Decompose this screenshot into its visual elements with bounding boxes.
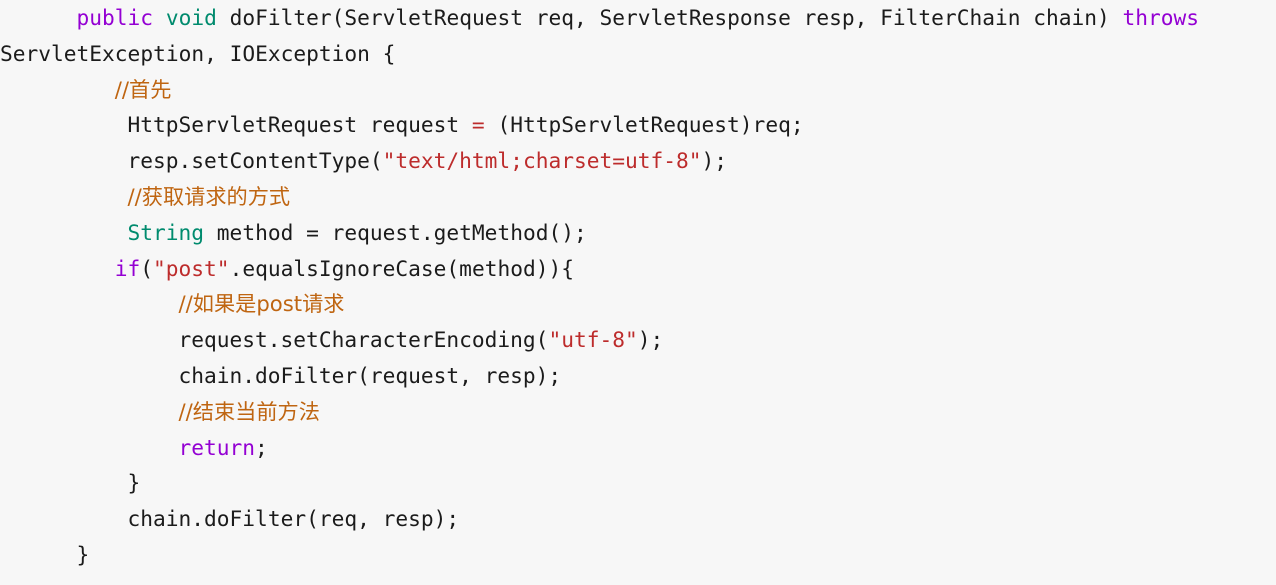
code-token-plain: }: [127, 470, 141, 496]
code-token-string: "post": [153, 255, 230, 281]
code-token-comment: //首先: [114, 76, 172, 102]
code-token-string: "text/html;charset=utf-8": [382, 148, 702, 174]
code-line[interactable]: public void doFilter(ServletRequest req,…: [0, 0, 1276, 36]
code-token-keyword: if: [114, 255, 141, 281]
code-line[interactable]: //首先: [0, 72, 1276, 108]
code-line[interactable]: resp.setContentType("text/html;charset=u…: [0, 143, 1276, 179]
code-token-plain: chain.doFilter(req, resp);: [127, 506, 460, 532]
code-token-keyword: return: [178, 434, 256, 460]
code-line[interactable]: request.setCharacterEncoding("utf-8");: [0, 322, 1276, 358]
code-token-plain: ;: [255, 434, 268, 460]
code-token-plain: request.setCharacterEncoding(: [178, 327, 549, 353]
code-line[interactable]: //结束当前方法: [0, 394, 1276, 430]
code-line[interactable]: return;: [0, 430, 1276, 466]
code-token-type: void: [165, 5, 217, 30]
code-token-plain: .equalsIgnoreCase(method)){: [229, 255, 574, 281]
code-token-keyword: public: [76, 5, 154, 30]
code-token-comment: //获取请求的方式: [127, 183, 291, 209]
code-line[interactable]: HttpServletRequest request = (HttpServle…: [0, 107, 1276, 143]
code-token-operator: =: [471, 112, 485, 138]
code-token-comment: //结束当前方法: [178, 398, 320, 424]
code-token-plain: doFilter(ServletRequest req, ServletResp…: [216, 5, 1123, 30]
code-token-plain: );: [701, 148, 728, 174]
code-line[interactable]: chain.doFilter(req, resp);: [0, 501, 1276, 537]
code-token-plain: chain.doFilter(request, resp);: [178, 362, 562, 388]
code-token-string: "utf-8": [548, 327, 638, 353]
code-token-plain: );: [637, 327, 664, 353]
code-token-plain: method = request.getMethod();: [204, 219, 587, 245]
code-token-plain: resp.setContentType(: [127, 148, 383, 174]
code-token-plain: (: [140, 255, 154, 281]
code-token-plain: (HttpServletRequest)req;: [484, 112, 804, 138]
code-token-keyword: throws: [1122, 5, 1200, 30]
code-token-plain: HttpServletRequest request: [127, 112, 472, 138]
code-line[interactable]: }: [0, 465, 1276, 501]
code-line[interactable]: //如果是post请求: [0, 286, 1276, 322]
code-line[interactable]: }: [0, 537, 1276, 573]
code-token-plain: [153, 5, 166, 30]
code-line[interactable]: String method = request.getMethod();: [0, 215, 1276, 251]
code-token-plain: ServletException, IOException {: [0, 40, 396, 66]
code-line[interactable]: ServletException, IOException {: [0, 36, 1276, 72]
code-token-type: String: [127, 219, 205, 245]
code-line[interactable]: if("post".equalsIgnoreCase(method)){: [0, 251, 1276, 287]
code-token-plain: }: [76, 541, 90, 567]
code-token-comment: //如果是post请求: [178, 291, 345, 317]
code-line[interactable]: //获取请求的方式: [0, 179, 1276, 215]
code-line[interactable]: chain.doFilter(request, resp);: [0, 358, 1276, 394]
